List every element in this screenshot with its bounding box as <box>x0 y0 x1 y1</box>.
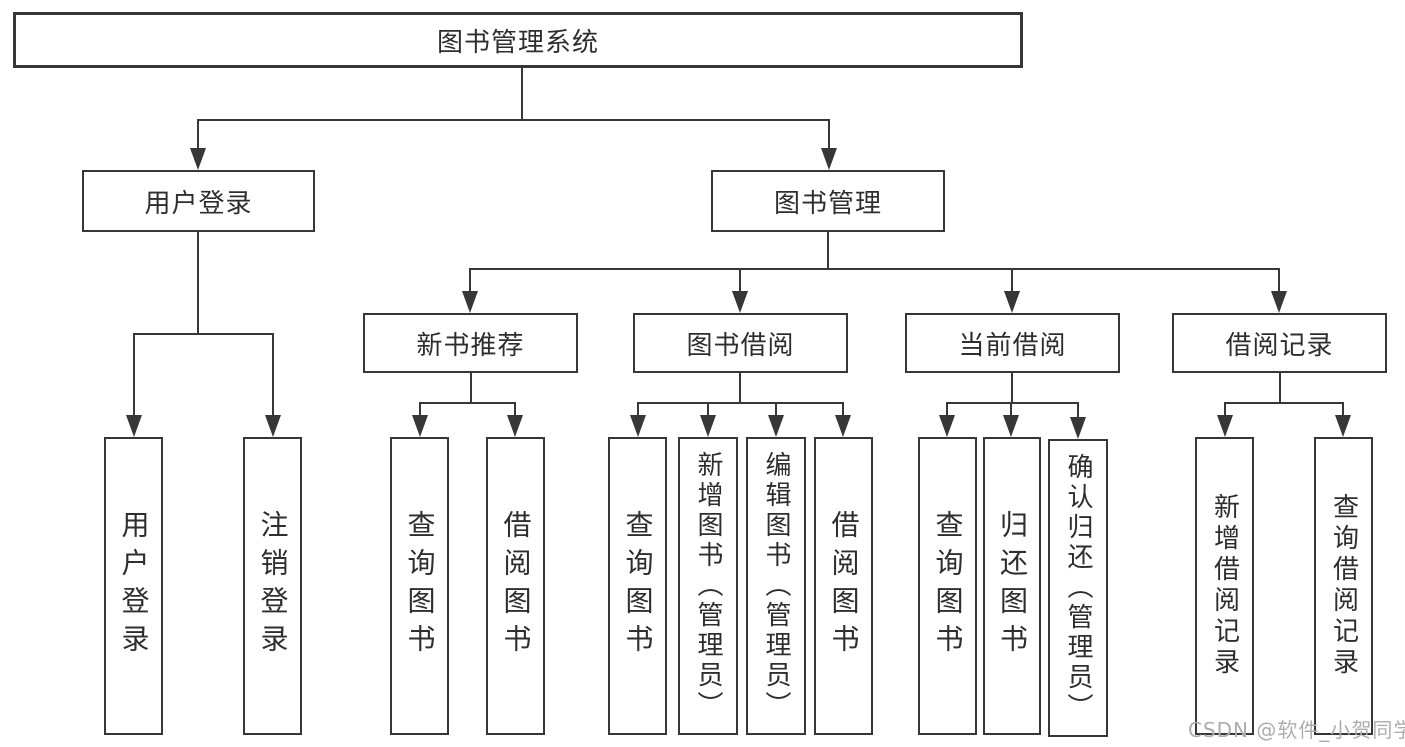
connector-line <box>197 119 830 121</box>
leaf-add-books-admin: 新增图书（管理员） <box>678 437 738 735</box>
connector-line <box>637 402 639 417</box>
connector-line <box>739 268 741 294</box>
connector-line <box>514 402 516 417</box>
node-user-login: 用户登录 <box>82 170 315 232</box>
connector-line <box>946 402 1078 404</box>
connector-line <box>419 402 421 417</box>
node-book-management: 图书管理 <box>711 170 945 232</box>
arrowhead-down-icon <box>939 415 955 437</box>
connector-line <box>419 402 516 404</box>
arrowhead-down-icon <box>1070 417 1086 439</box>
leaf-logout: 注销登录 <box>243 437 302 735</box>
arrowhead-down-icon <box>1217 415 1233 437</box>
connector-line <box>272 333 274 415</box>
leaf-confirm-return-admin: 确认归还（管理员） <box>1048 439 1108 737</box>
leaf-borrow-borrow-books: 借阅图书 <box>814 437 873 735</box>
connector-line <box>946 402 948 417</box>
connector-line <box>1278 268 1280 294</box>
leaf-edit-books-admin: 编辑图书（管理员） <box>746 437 806 735</box>
connector-line <box>133 333 135 415</box>
connector-line <box>827 232 829 270</box>
connector-line <box>1077 402 1079 419</box>
connector-line <box>470 373 472 404</box>
connector-line <box>470 268 1280 270</box>
leaf-add-borrow-record: 新增借阅记录 <box>1195 437 1254 735</box>
arrowhead-down-icon <box>700 415 716 437</box>
arrowhead-down-icon <box>630 415 646 437</box>
connector-line <box>1224 402 1344 404</box>
connector-line <box>1342 402 1344 417</box>
arrowhead-down-icon <box>507 415 523 437</box>
connector-line <box>739 373 741 404</box>
arrowhead-down-icon <box>835 415 851 437</box>
arrowhead-down-icon <box>462 291 478 313</box>
connector-line <box>197 232 199 335</box>
connector-line <box>775 402 777 417</box>
arrowhead-down-icon <box>126 415 142 437</box>
connector-line <box>469 268 471 294</box>
leaf-borrow-query-books: 查询图书 <box>608 437 667 735</box>
arrowhead-down-icon <box>1335 415 1351 437</box>
connector-line <box>133 333 274 335</box>
node-book-management-system: 图书管理系统 <box>13 12 1023 68</box>
connector-line <box>521 68 523 120</box>
arrowhead-down-icon <box>265 415 281 437</box>
arrowhead-down-icon <box>1003 415 1019 437</box>
connector-line <box>637 402 844 404</box>
leaf-newbook-query-books: 查询图书 <box>390 437 449 735</box>
connector-line <box>842 402 844 417</box>
connector-line <box>707 402 709 417</box>
arrowhead-down-icon <box>190 148 206 170</box>
node-new-book-recommend: 新书推荐 <box>363 313 578 373</box>
arrowhead-down-icon <box>1271 291 1287 313</box>
leaf-current-query-books: 查询图书 <box>918 437 977 735</box>
connector-line <box>1011 268 1013 294</box>
leaf-return-books: 归还图书 <box>983 437 1041 735</box>
connector-line <box>197 119 199 150</box>
connector-line <box>1224 402 1226 417</box>
arrowhead-down-icon <box>1004 291 1020 313</box>
leaf-query-borrow-record: 查询借阅记录 <box>1314 437 1373 735</box>
arrowhead-down-icon <box>732 291 748 313</box>
leaf-newbook-borrow-books: 借阅图书 <box>486 437 545 735</box>
csdn-watermark: CSDN @软件_小贺同学 <box>1188 718 1405 742</box>
connector-line <box>1010 402 1012 417</box>
connector-line <box>828 119 830 150</box>
connector-line <box>1279 373 1281 404</box>
arrowhead-down-icon <box>821 148 837 170</box>
node-current-borrowing: 当前借阅 <box>905 313 1120 373</box>
arrowhead-down-icon <box>412 415 428 437</box>
node-borrowing-records: 借阅记录 <box>1172 313 1387 373</box>
leaf-user-login: 用户登录 <box>104 437 163 735</box>
connector-line <box>1011 373 1013 404</box>
node-book-borrowing: 图书借阅 <box>633 313 848 373</box>
arrowhead-down-icon <box>768 415 784 437</box>
